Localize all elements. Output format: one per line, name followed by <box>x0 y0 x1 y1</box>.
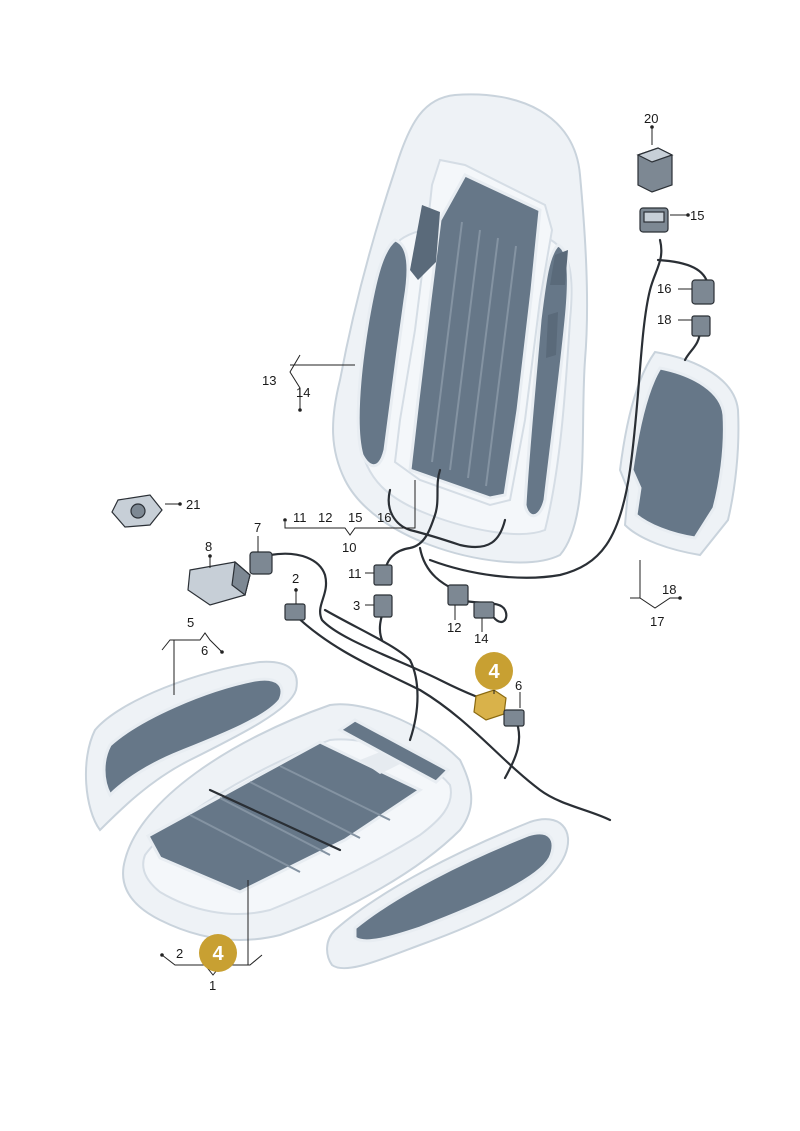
component-20-switch <box>636 147 674 193</box>
component-2-connector <box>284 603 306 621</box>
component-12-connector <box>447 584 469 606</box>
label-18-bottom: 18 <box>662 582 676 597</box>
label-18-top: 18 <box>657 312 671 327</box>
callout-4-lower[interactable]: 4 <box>199 934 237 972</box>
sensor-21-center <box>130 503 146 519</box>
side-heater-pad <box>618 350 740 557</box>
label-15-top: 15 <box>690 208 704 223</box>
callout-4-upper-circle <box>475 652 513 690</box>
backrest-heater-mat-left <box>356 238 410 468</box>
connector-15-face <box>643 211 665 223</box>
label-13: 13 <box>262 373 276 388</box>
component-11-connector <box>373 564 393 586</box>
label-10: 10 <box>342 540 356 555</box>
harness-branch-rear <box>290 610 612 822</box>
harness-branch-6 <box>503 716 521 780</box>
callout-4-upper-text: 4 <box>488 661 500 683</box>
main-harness-wire <box>268 552 502 707</box>
component-15-connector <box>639 207 669 233</box>
callout-4-lower-text: 4 <box>212 943 224 965</box>
label-2-harness: 2 <box>292 571 299 586</box>
connector-7-body <box>249 551 273 575</box>
component-18-connector <box>691 315 711 337</box>
label-2-seat: 2 <box>176 946 183 961</box>
label-3: 3 <box>353 598 360 613</box>
seat-bolster-left <box>85 660 298 832</box>
component-3-connector <box>373 594 393 618</box>
switch-top <box>636 147 674 163</box>
seat-bolster-right <box>326 818 570 970</box>
connector-4-body <box>473 689 507 721</box>
harness-backrest-upper <box>387 488 507 549</box>
label-14-bottom: 14 <box>474 631 488 646</box>
component-16-connector <box>691 279 715 305</box>
label-21: 21 <box>186 497 200 512</box>
seat-heater-mat <box>145 740 424 894</box>
label-14-backrest: 14 <box>296 385 310 400</box>
seat-cushion-assembly <box>122 703 473 941</box>
component-14-connector <box>473 601 495 619</box>
label-7: 7 <box>254 520 261 535</box>
label-11-bottom: 11 <box>348 566 362 581</box>
connector-3-body <box>373 594 393 618</box>
label-8: 8 <box>205 539 212 554</box>
backrest-bracket-lower <box>546 312 558 358</box>
side-heater-pad-mat <box>630 366 726 540</box>
connector-18-body <box>691 315 711 337</box>
harness-branch-seat <box>323 608 419 742</box>
connector-14-body <box>473 601 495 619</box>
module-8-cap <box>231 560 251 597</box>
label-16-mid: 16 <box>377 510 391 525</box>
connector-11-body <box>373 564 393 586</box>
component-7-connector <box>249 551 273 575</box>
callout-4-lower-circle <box>199 934 237 972</box>
seat-heater-mat-cutout <box>360 752 400 774</box>
harness-backrest-left <box>383 468 442 577</box>
connector-12-body <box>447 584 469 606</box>
seat-heater-mat-front <box>337 718 451 784</box>
backrest-center-heater-mat <box>408 173 542 500</box>
backrest-bracket-right <box>550 250 568 285</box>
label-12-bottom: 12 <box>447 620 461 635</box>
backrest-mat-stripes <box>431 221 517 487</box>
label-11-top: 11 <box>293 510 307 525</box>
label-12-top: 12 <box>318 510 332 525</box>
seat-mat-stripes <box>189 765 391 873</box>
label-6-right: 6 <box>515 678 522 693</box>
connector-16-body <box>691 279 715 305</box>
label-5: 5 <box>187 615 194 630</box>
label-17: 17 <box>650 614 664 629</box>
seat-mat-wire-cross <box>208 788 342 852</box>
leader-lines <box>160 125 692 976</box>
harness-side-pad <box>428 238 663 579</box>
component-6-connector <box>503 709 525 727</box>
label-6-left: 6 <box>201 643 208 658</box>
seat-bolster-right-mat <box>353 831 555 943</box>
backrest-bracket-left <box>410 205 440 280</box>
label-16-top: 16 <box>657 281 671 296</box>
label-20: 20 <box>644 111 658 126</box>
wiring-harness <box>268 238 710 822</box>
backrest-assembly <box>332 93 589 564</box>
component-21-sensor <box>111 494 163 528</box>
component-8-module <box>187 560 251 606</box>
connector-2-body <box>284 603 306 621</box>
seat-bolster-left-mat <box>102 677 284 798</box>
callout-4-upper[interactable]: 4 <box>475 652 513 690</box>
label-1: 1 <box>209 978 216 993</box>
part-number-labels: 20 15 16 18 13 14 21 11 12 15 16 10 7 8 … <box>176 111 704 993</box>
label-15-mid: 15 <box>348 510 362 525</box>
component-4-connector-highlighted <box>473 689 507 721</box>
connector-6-body <box>503 709 525 727</box>
